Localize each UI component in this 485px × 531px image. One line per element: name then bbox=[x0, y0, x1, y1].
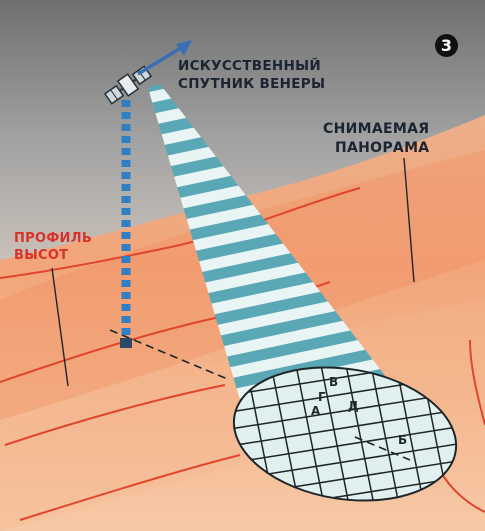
grid-letter-v: В bbox=[329, 375, 338, 389]
profile-beam bbox=[120, 100, 132, 348]
grid-letter-d: Д bbox=[348, 399, 359, 413]
panorama-label-line1: СНИМАЕМАЯ bbox=[323, 122, 429, 136]
grid-letter-a: А bbox=[311, 404, 320, 418]
grid-letter-g: Г bbox=[318, 390, 326, 404]
satellite-label-line1: ИСКУССТВЕННЫЙ bbox=[178, 60, 321, 74]
profile-label-line1: ПРОФИЛЬ bbox=[14, 232, 92, 245]
figure-number-badge: 3 bbox=[435, 34, 458, 57]
panorama-label-line2: ПАНОРАМА bbox=[335, 141, 429, 155]
grid-letter-b: Б bbox=[398, 433, 407, 447]
profile-label-line2: ВЫСОТ bbox=[14, 249, 68, 262]
satellite-label-line2: СПУТНИК ВЕНЕРЫ bbox=[178, 78, 325, 92]
